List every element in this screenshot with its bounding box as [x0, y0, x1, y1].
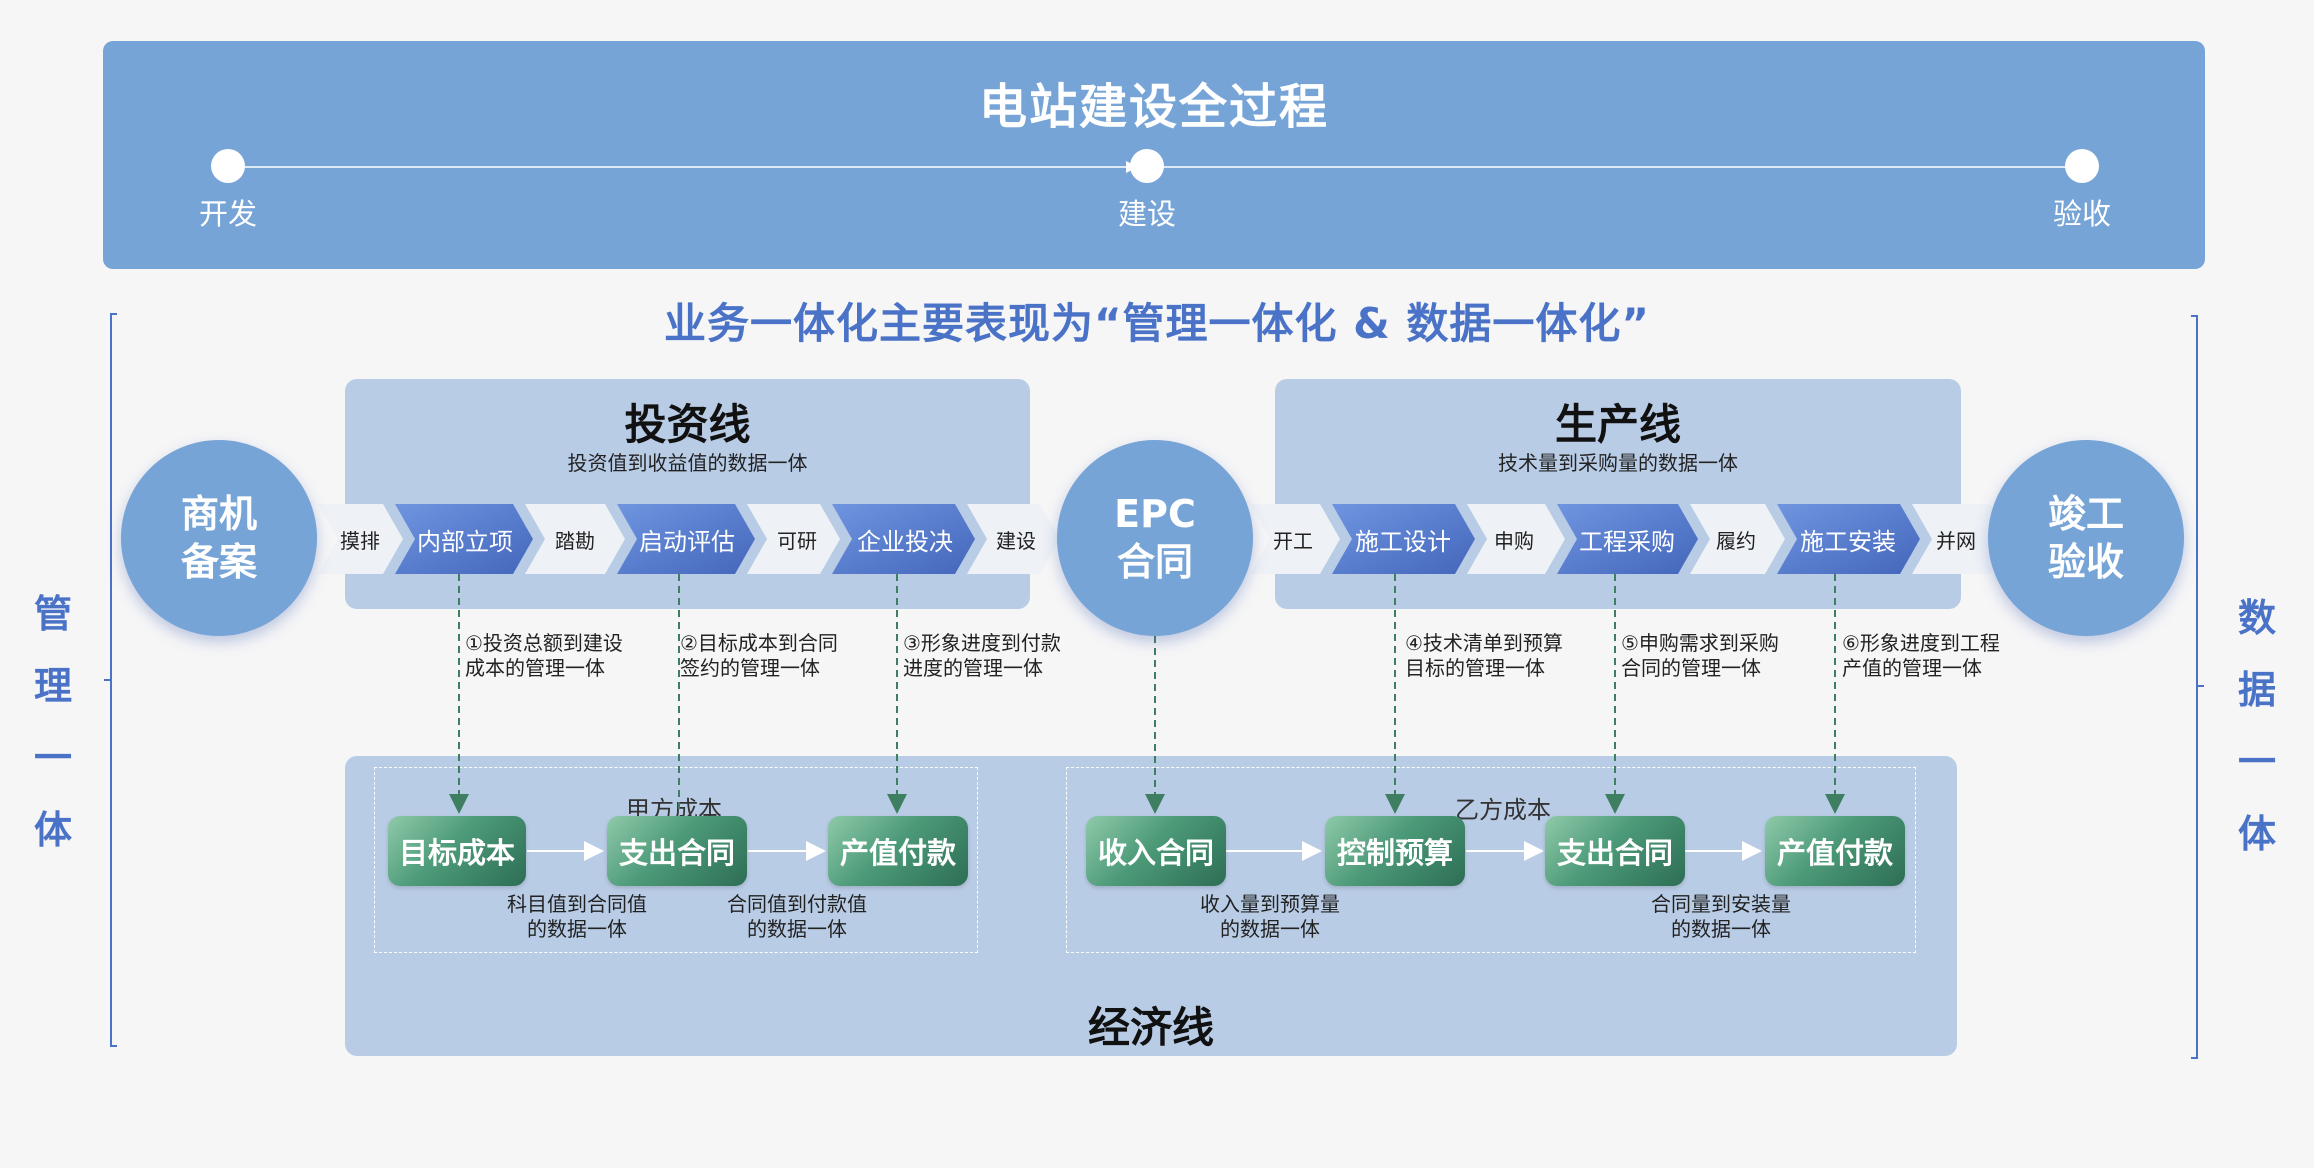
- party-a-cost-box: [374, 767, 978, 953]
- chevron-start-evaluation: [617, 504, 755, 574]
- stage-dot-develop: [211, 149, 245, 183]
- side-label-management: 管理一体: [33, 592, 72, 852]
- stage-label-build: 建设: [1117, 197, 1176, 231]
- stage-label-accept: 验收: [2052, 197, 2111, 231]
- chevron-label-investment-decision: 企业投决: [857, 528, 953, 556]
- node-output-payment-b: 产值付款: [1765, 816, 1905, 886]
- chevron-label-survey: 摸排: [340, 529, 380, 553]
- subtitle: 业务一体化主要表现为“管理一体化 & 数据一体化”: [663, 299, 1651, 348]
- investment-line-title: 投资线: [624, 400, 751, 449]
- chevron-performance: [1690, 504, 1785, 574]
- management-note-4: ④技术清单到预算目标的管理一体: [1405, 631, 1563, 680]
- chevron-grid-connection: [1912, 504, 2010, 574]
- opportunity-filing-circle: 商机备案: [121, 440, 317, 636]
- node-expense-contract-a: 支出合同: [607, 816, 747, 886]
- chevron-engineering-procurement: [1557, 504, 1698, 574]
- chevron-label-purchase-request: 申购: [1494, 529, 1534, 553]
- node-target-cost: 目标成本: [388, 816, 526, 886]
- party-b-cost-label: 乙方成本: [1455, 796, 1551, 824]
- process-banner: 电站建设全过程 开发 建设 验收: [103, 41, 2205, 269]
- data-note-a-1: 科目值到合同值的数据一体: [507, 892, 647, 941]
- chevron-internal-approval: [395, 504, 533, 574]
- banner-title: 电站建设全过程: [978, 79, 1329, 135]
- chevron-construction-install: [1777, 504, 1920, 574]
- chevron-investment-decision: [832, 504, 975, 574]
- chevron-label-start-evaluation: 启动评估: [639, 528, 735, 556]
- node-control-budget: 控制预算: [1325, 816, 1465, 886]
- chevron-label-start-work: 开工: [1273, 529, 1313, 553]
- side-label-data: 数据一体: [2237, 596, 2276, 856]
- chevron-start-work: [1250, 504, 1340, 574]
- stage-dot-accept: [2065, 149, 2099, 183]
- party-b-cost-box: [1066, 767, 1916, 953]
- management-note-5: ⑤申购需求到采购合同的管理一体: [1621, 631, 1779, 680]
- chevron-construction: [967, 504, 1060, 574]
- chevron-label-internal-approval: 内部立项: [417, 528, 513, 556]
- chevron-purchase-request: [1467, 504, 1565, 574]
- chevron-label-feasibility: 可研: [777, 529, 817, 553]
- completion-acceptance-circle: 竣工验收: [1988, 440, 2184, 636]
- investment-chevrons: [318, 504, 1060, 574]
- management-note-3: ③形象进度到付款进度的管理一体: [903, 631, 1061, 680]
- stage-dot-build: [1130, 149, 1164, 183]
- stage-label-develop: 开发: [198, 197, 257, 231]
- production-line-title: 生产线: [1554, 400, 1681, 449]
- economic-line-title: 经济线: [1087, 1003, 1214, 1052]
- chevron-construction-design: [1332, 504, 1475, 574]
- chevron-label-construction-install: 施工安装: [1800, 528, 1896, 556]
- chevron-label-construction-design: 施工设计: [1355, 528, 1451, 556]
- production-line-subtitle: 技术量到采购量的数据一体: [1498, 451, 1738, 475]
- chevron-label-grid-connection: 并网: [1936, 529, 1976, 553]
- management-note-6: ⑥形象进度到工程产值的管理一体: [1842, 631, 2000, 680]
- node-output-payment-a: 产值付款: [828, 816, 968, 886]
- chevron-label-performance: 履约: [1716, 529, 1756, 553]
- data-note-b-2: 合同量到安装量的数据一体: [1651, 892, 1791, 941]
- chevron-survey: [318, 504, 403, 574]
- node-expense-contract-b: 支出合同: [1545, 816, 1685, 886]
- chevron-label-site-survey: 踏勘: [555, 529, 595, 553]
- data-note-b-1: 收入量到预算量的数据一体: [1200, 892, 1340, 941]
- production-chevrons: [1250, 504, 2010, 574]
- chevron-feasibility: [747, 504, 840, 574]
- investment-line-subtitle: 投资值到收益值的数据一体: [567, 451, 808, 475]
- management-note-1: ①投资总额到建设成本的管理一体: [465, 631, 623, 680]
- management-note-2: ②目标成本到合同签约的管理一体: [680, 631, 838, 680]
- chevron-label-engineering-procurement: 工程采购: [1579, 528, 1675, 556]
- node-income-contract: 收入合同: [1086, 816, 1226, 886]
- data-note-a-2: 合同值到付款值的数据一体: [727, 892, 867, 941]
- chevron-site-survey: [525, 504, 625, 574]
- chevron-label-construction: 建设: [996, 529, 1036, 553]
